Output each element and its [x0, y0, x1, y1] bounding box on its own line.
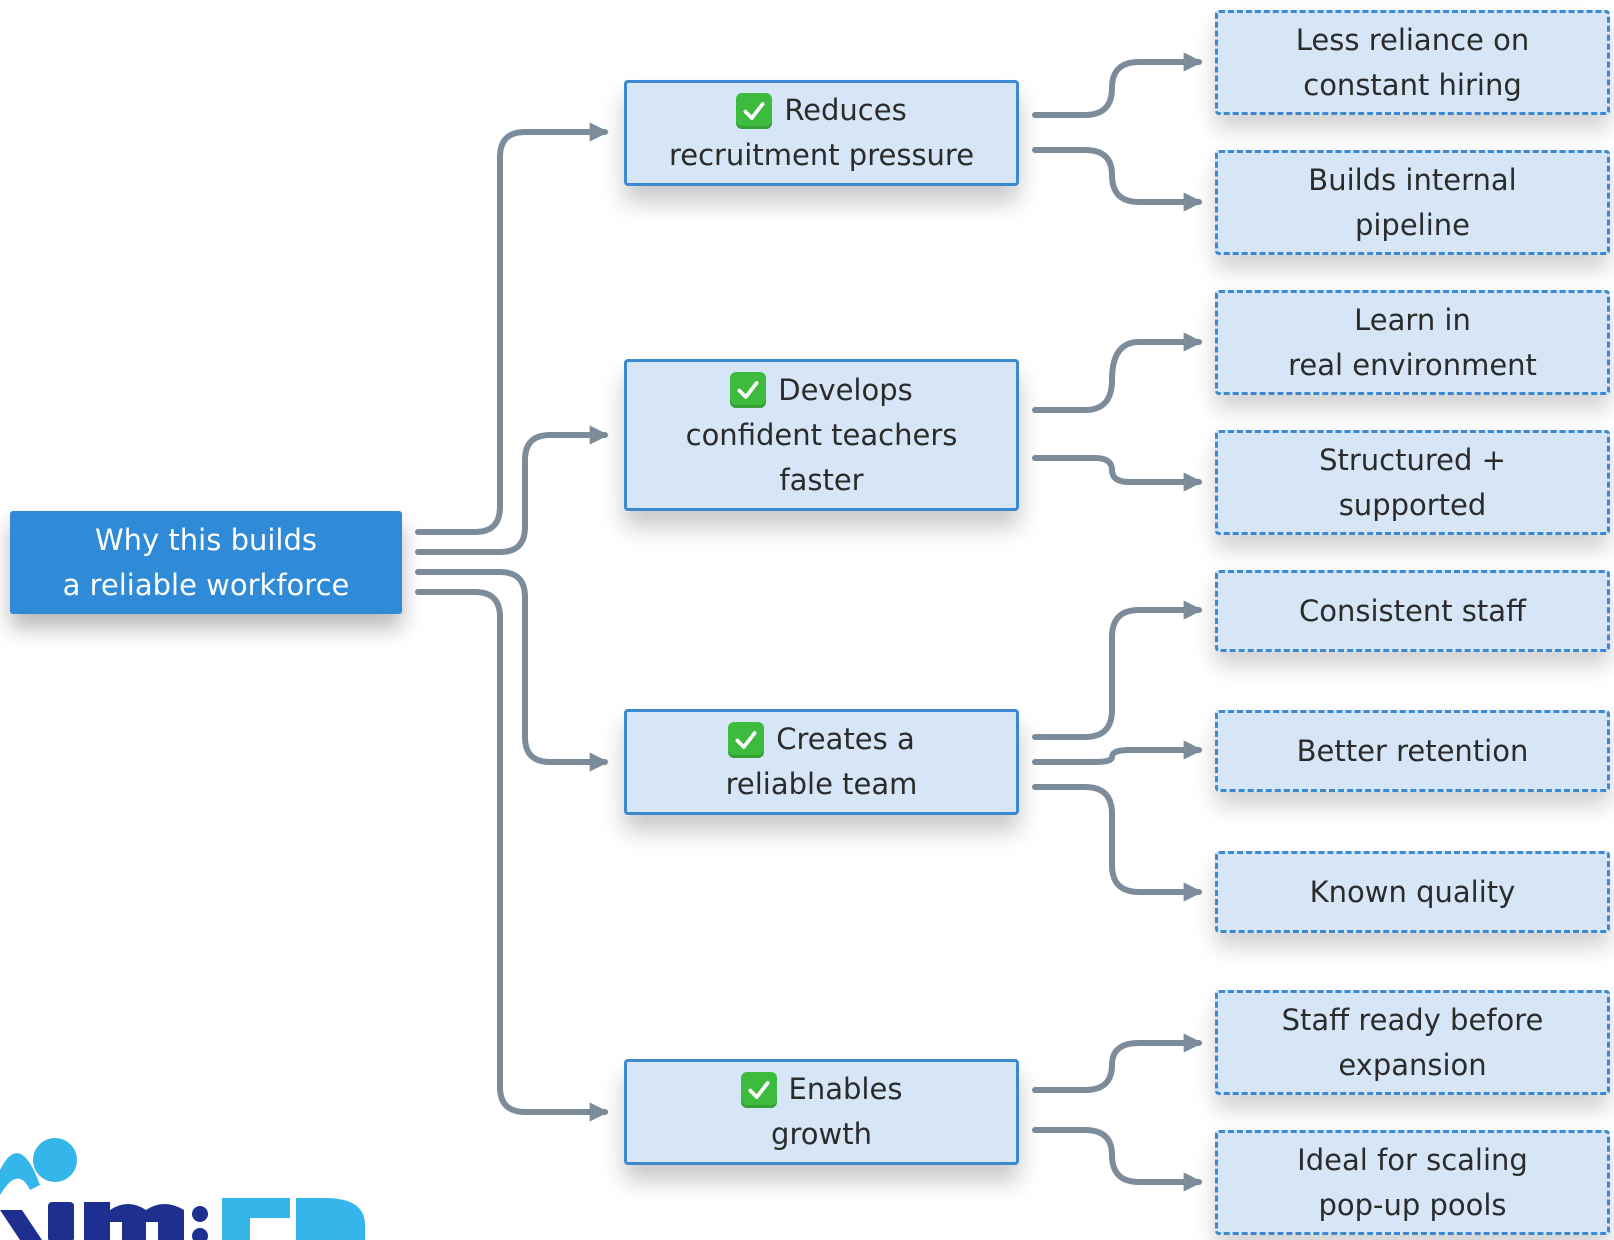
leaf-node-2-2: Structured + supported: [1215, 430, 1610, 535]
branch-3-title-row: Creates a: [728, 717, 915, 762]
leaf-2-2-line-2: supported: [1338, 487, 1487, 522]
connector-branch-3-leaf-2: [1032, 740, 1203, 765]
leaf-2-1-line-2: real environment: [1288, 347, 1537, 382]
branch-2-line-1: Develops: [778, 372, 913, 407]
branch-node-3: Creates a reliable team: [624, 709, 1019, 815]
leaf-1-1-line-1: Less reliance on: [1295, 22, 1530, 57]
root-node: Why this builds a reliable workforce: [10, 511, 402, 614]
branch-1-title-row: Reduces: [736, 88, 907, 133]
check-mark-button-icon: [736, 92, 773, 129]
connector-branch-1-leaf-1: [1032, 52, 1203, 118]
leaf-1-2-line-1: Builds internal: [1308, 162, 1517, 197]
leaf-4-1-line-2: expansion: [1338, 1047, 1487, 1082]
leaf-node-1-1: Less reliance on constant hiring: [1215, 10, 1610, 115]
connector-branch-2-leaf-1: [1032, 332, 1203, 413]
branch-2-title-row: Develops: [730, 368, 913, 413]
branch-4-title-row: Enables: [740, 1067, 903, 1112]
leaf-3-2-line-1: Better retention: [1296, 733, 1529, 768]
leaf-1-1-line-2: constant hiring: [1303, 67, 1522, 102]
connector-branch-4-leaf-2: [1032, 1127, 1203, 1192]
branch-2-line-2: confident teachers: [685, 417, 958, 452]
connector-branch-1-leaf-2: [1032, 147, 1203, 212]
branch-3-line-2: reliable team: [725, 767, 918, 801]
leaf-node-4-2: Ideal for scaling pop-up pools: [1215, 1130, 1610, 1235]
leaf-node-3-3: Known quality: [1215, 851, 1610, 933]
swimmer-logo-icon: [0, 1138, 365, 1240]
leaf-2-2-line-1: Structured +: [1319, 442, 1506, 477]
connector-branch-3-leaf-3: [1032, 784, 1203, 902]
root-line-2: a reliable workforce: [62, 567, 350, 602]
check-mark-button-icon: [740, 1071, 777, 1108]
connector-branch-4-leaf-1: [1032, 1033, 1203, 1093]
connector-branch-2-leaf-2: [1032, 455, 1203, 492]
leaf-4-2-line-2: pop-up pools: [1318, 1187, 1507, 1222]
check-mark-button-icon: [728, 721, 765, 758]
branch-4-line-1: Enables: [788, 1072, 903, 1106]
leaf-node-1-2: Builds internal pipeline: [1215, 150, 1610, 255]
branch-3-line-1: Creates a: [776, 722, 915, 756]
branch-4-line-2: growth: [771, 1117, 872, 1151]
branch-1-line-1: Reduces: [784, 93, 907, 127]
leaf-4-2-line-1: Ideal for scaling: [1297, 1142, 1528, 1177]
branch-node-4: Enables growth: [624, 1059, 1019, 1165]
branch-node-1: Reduces recruitment pressure: [624, 80, 1019, 186]
leaf-2-1-line-1: Learn in: [1354, 302, 1471, 337]
leaf-node-4-1: Staff ready before expansion: [1215, 990, 1610, 1095]
connector-root-branch-3: [415, 569, 609, 772]
branch-node-2: Develops confident teachers faster: [624, 359, 1019, 511]
check-mark-button-icon: [730, 372, 767, 408]
connector-root-branch-4: [415, 589, 609, 1122]
connector-root-branch-2: [415, 425, 609, 555]
leaf-1-2-line-2: pipeline: [1354, 207, 1471, 242]
leaf-node-2-1: Learn in real environment: [1215, 290, 1610, 395]
leaf-3-3-line-1: Known quality: [1309, 874, 1516, 909]
branch-2-line-3: faster: [779, 462, 864, 497]
leaf-4-1-line-1: Staff ready before: [1281, 1002, 1544, 1037]
leaf-node-3-2: Better retention: [1215, 710, 1610, 792]
branch-1-line-2: recruitment pressure: [668, 138, 975, 172]
connector-branch-3-leaf-1: [1032, 600, 1203, 740]
leaf-3-1-line-1: Consistent staff: [1298, 593, 1527, 628]
leaf-node-3-1: Consistent staff: [1215, 570, 1610, 652]
connector-root-branch-1: [415, 122, 609, 535]
root-line-1: Why this builds: [95, 522, 317, 557]
